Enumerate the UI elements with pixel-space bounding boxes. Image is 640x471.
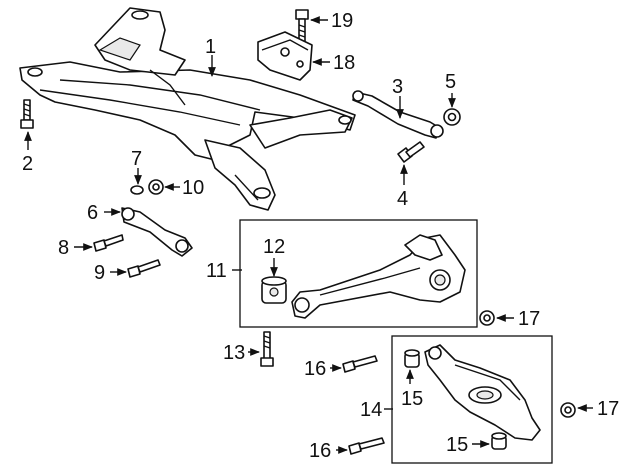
- callout-9: 9: [94, 262, 105, 284]
- callout-15-lower: 15: [446, 434, 468, 456]
- nut-5: [443, 108, 461, 126]
- callout-5: 5: [445, 71, 456, 93]
- callout-17-lower: 17: [597, 398, 619, 420]
- lateral-link-3: [352, 90, 444, 139]
- nut-17-lower: [560, 402, 576, 418]
- bolt-13: [260, 331, 274, 367]
- bushing-15-lower: [491, 432, 507, 450]
- bolt-4: [397, 141, 425, 163]
- callout-8: 8: [58, 237, 69, 259]
- callout-19: 19: [331, 10, 353, 32]
- nut-17-upper: [479, 310, 495, 326]
- callout-12: 12: [263, 236, 285, 258]
- callout-16-upper: 16: [304, 358, 326, 380]
- callout-11: 11: [206, 260, 227, 282]
- bushing-15-upper: [404, 349, 420, 368]
- lower-control-arm-14: [424, 344, 541, 441]
- callout-17-upper: 17: [518, 308, 540, 330]
- bracket-18: [257, 31, 313, 81]
- washer-7: [130, 185, 144, 195]
- lower-arm-frame: [391, 335, 553, 464]
- rear-knuckle-11: [291, 234, 466, 319]
- bushing-12: [261, 276, 287, 304]
- nut-10: [148, 179, 164, 195]
- bolt-19: [295, 9, 309, 44]
- callout-15-upper: 15: [401, 388, 423, 410]
- trailing-link-6: [121, 207, 193, 257]
- bolt-16-lower: [348, 437, 385, 455]
- callout-18: 18: [333, 52, 355, 74]
- bolt-16-upper: [342, 355, 378, 373]
- bolt-9: [127, 259, 161, 278]
- callout-4: 4: [397, 188, 408, 210]
- callout-14: 14: [360, 399, 382, 421]
- callout-10: 10: [182, 177, 204, 199]
- bolt-2: [20, 99, 34, 129]
- callout-13: 13: [223, 342, 245, 364]
- crossmember-subframe: [19, 7, 356, 211]
- callout-6: 6: [87, 202, 98, 224]
- callout-2: 2: [22, 153, 33, 175]
- callout-1: 1: [205, 36, 216, 58]
- callout-16-lower: 16: [309, 440, 331, 462]
- callout-7: 7: [131, 148, 142, 170]
- bolt-8: [93, 234, 124, 252]
- knuckle-assembly-frame: [239, 219, 478, 328]
- leader-lines: [24, 16, 593, 454]
- callout-3: 3: [392, 76, 403, 98]
